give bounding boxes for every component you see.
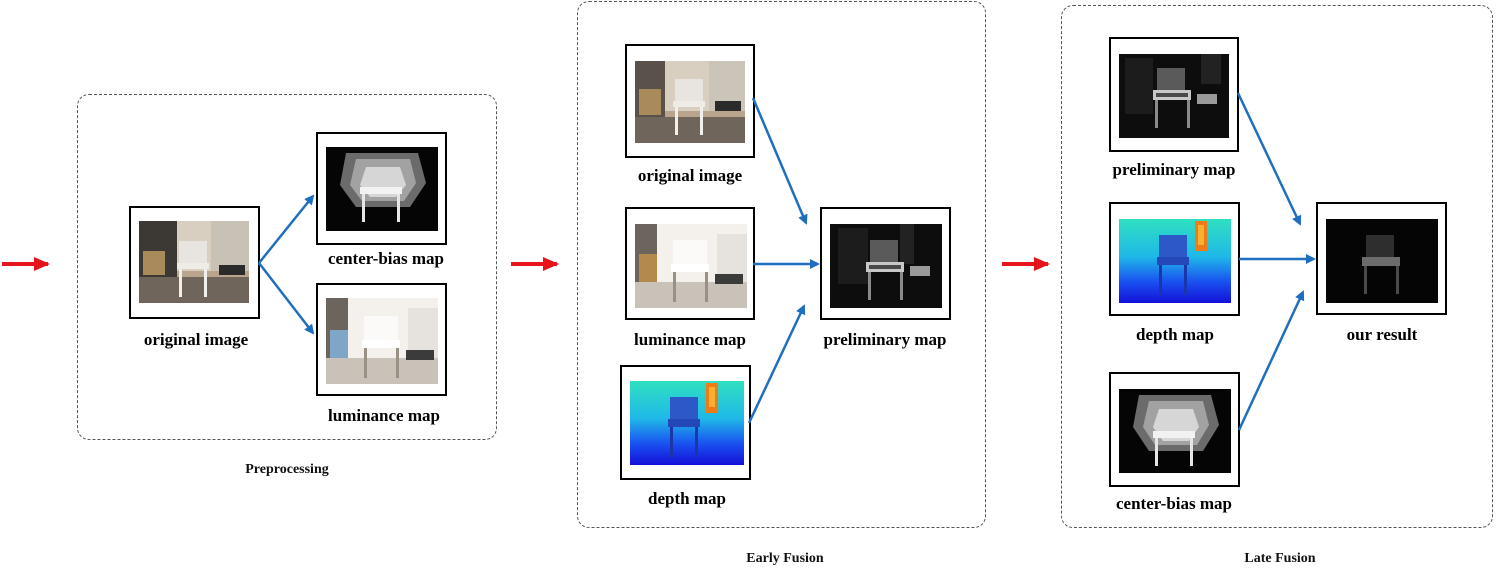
arrow-original-to-center-bias: [258, 194, 315, 264]
preprocessing-stage: [77, 94, 497, 440]
center-bias-map-thumbnail: [326, 147, 438, 231]
depth-map-thumbnail: [630, 381, 744, 465]
late-result-label: our result: [1346, 325, 1418, 344]
late-center-bias-frame: [1109, 372, 1240, 487]
stage-title-early-fusion: Early Fusion: [746, 551, 824, 566]
arrow-original-to-luminance: [258, 262, 315, 335]
pre-luminance-frame: [316, 283, 447, 396]
early-original-image-label: original image: [637, 166, 743, 185]
late-fusion-stage: [1061, 5, 1493, 528]
arrow-preliminary-to-result: [1236, 92, 1302, 226]
late-depth-frame: [1109, 202, 1240, 316]
arrow-depth-to-preliminary: [747, 304, 806, 424]
early-depth-frame: [620, 365, 751, 480]
pre-center-bias-label: center-bias map: [328, 249, 444, 268]
early-original-image-frame: [625, 44, 755, 158]
early-preliminary-label: preliminary map: [823, 330, 947, 349]
pre-original-image-label: original image: [143, 330, 249, 349]
late-depth-label: depth map: [1136, 325, 1214, 344]
late-center-bias-label: center-bias map: [1116, 494, 1232, 513]
original-image-thumbnail: [635, 61, 745, 143]
stage-title-preprocessing: Preprocessing: [245, 462, 329, 477]
luminance-map-thumbnail: [635, 224, 747, 308]
arrow-center-bias-to-result: [1237, 290, 1305, 431]
late-result-frame: [1316, 202, 1447, 315]
arrow-original-to-preliminary: [751, 97, 808, 225]
pre-luminance-label: luminance map: [328, 406, 440, 425]
depth-map-thumbnail: [1119, 219, 1231, 303]
center-bias-map-thumbnail: [1119, 389, 1231, 473]
late-preliminary-label: preliminary map: [1112, 160, 1236, 179]
luminance-map-thumbnail: [326, 298, 438, 384]
early-fusion-stage: [577, 1, 986, 528]
preliminary-map-thumbnail: [1119, 54, 1229, 138]
our-result-thumbnail: [1326, 219, 1438, 303]
early-luminance-label: luminance map: [634, 330, 746, 349]
stage-title-late-fusion: Late Fusion: [1244, 551, 1316, 566]
original-image-thumbnail: [139, 221, 249, 303]
early-depth-label: depth map: [648, 489, 726, 508]
early-luminance-frame: [625, 207, 755, 320]
pre-center-bias-frame: [316, 132, 447, 245]
early-preliminary-frame: [820, 207, 951, 320]
late-preliminary-frame: [1109, 37, 1239, 152]
preliminary-map-thumbnail: [830, 224, 942, 308]
